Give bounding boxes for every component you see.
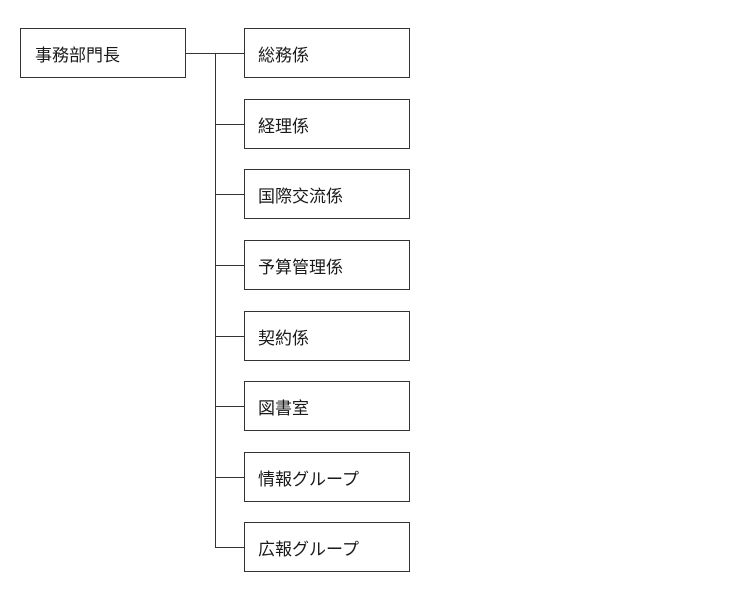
branch-line-koho-group xyxy=(215,547,244,548)
unit-node-label: 契約係 xyxy=(258,328,309,349)
unit-node-toshoshitsu: 図書室 xyxy=(244,381,410,431)
unit-node-keiri: 経理係 xyxy=(244,99,410,149)
trunk-line xyxy=(215,53,216,548)
unit-node-label: 情報グループ xyxy=(258,469,359,490)
branch-line-keiyaku xyxy=(215,336,244,337)
unit-node-keiyaku: 契約係 xyxy=(244,311,410,361)
unit-node-somu: 総務係 xyxy=(244,28,410,78)
root-node-label: 事務部門長 xyxy=(35,45,120,66)
branch-line-yosan-kanri xyxy=(215,265,244,266)
unit-node-koho-group: 広報グループ xyxy=(244,522,410,572)
branch-line-kokusai-koryu xyxy=(215,194,244,195)
unit-node-label: 国際交流係 xyxy=(258,186,343,207)
branch-line-keiri xyxy=(215,124,244,125)
root-node-jimu-bumoncho: 事務部門長 xyxy=(20,28,186,78)
unit-node-label: 経理係 xyxy=(258,116,309,137)
unit-node-kokusai-koryu: 国際交流係 xyxy=(244,169,410,219)
unit-node-label: 広報グループ xyxy=(258,539,359,560)
unit-node-yosan-kanri: 予算管理係 xyxy=(244,240,410,290)
branch-line-joho-group xyxy=(215,477,244,478)
branch-line-toshoshitsu xyxy=(215,406,244,407)
unit-node-label: 予算管理係 xyxy=(258,257,343,278)
unit-node-label: 図書室 xyxy=(258,398,309,419)
unit-node-joho-group: 情報グループ xyxy=(244,452,410,502)
unit-node-label: 総務係 xyxy=(258,45,309,66)
